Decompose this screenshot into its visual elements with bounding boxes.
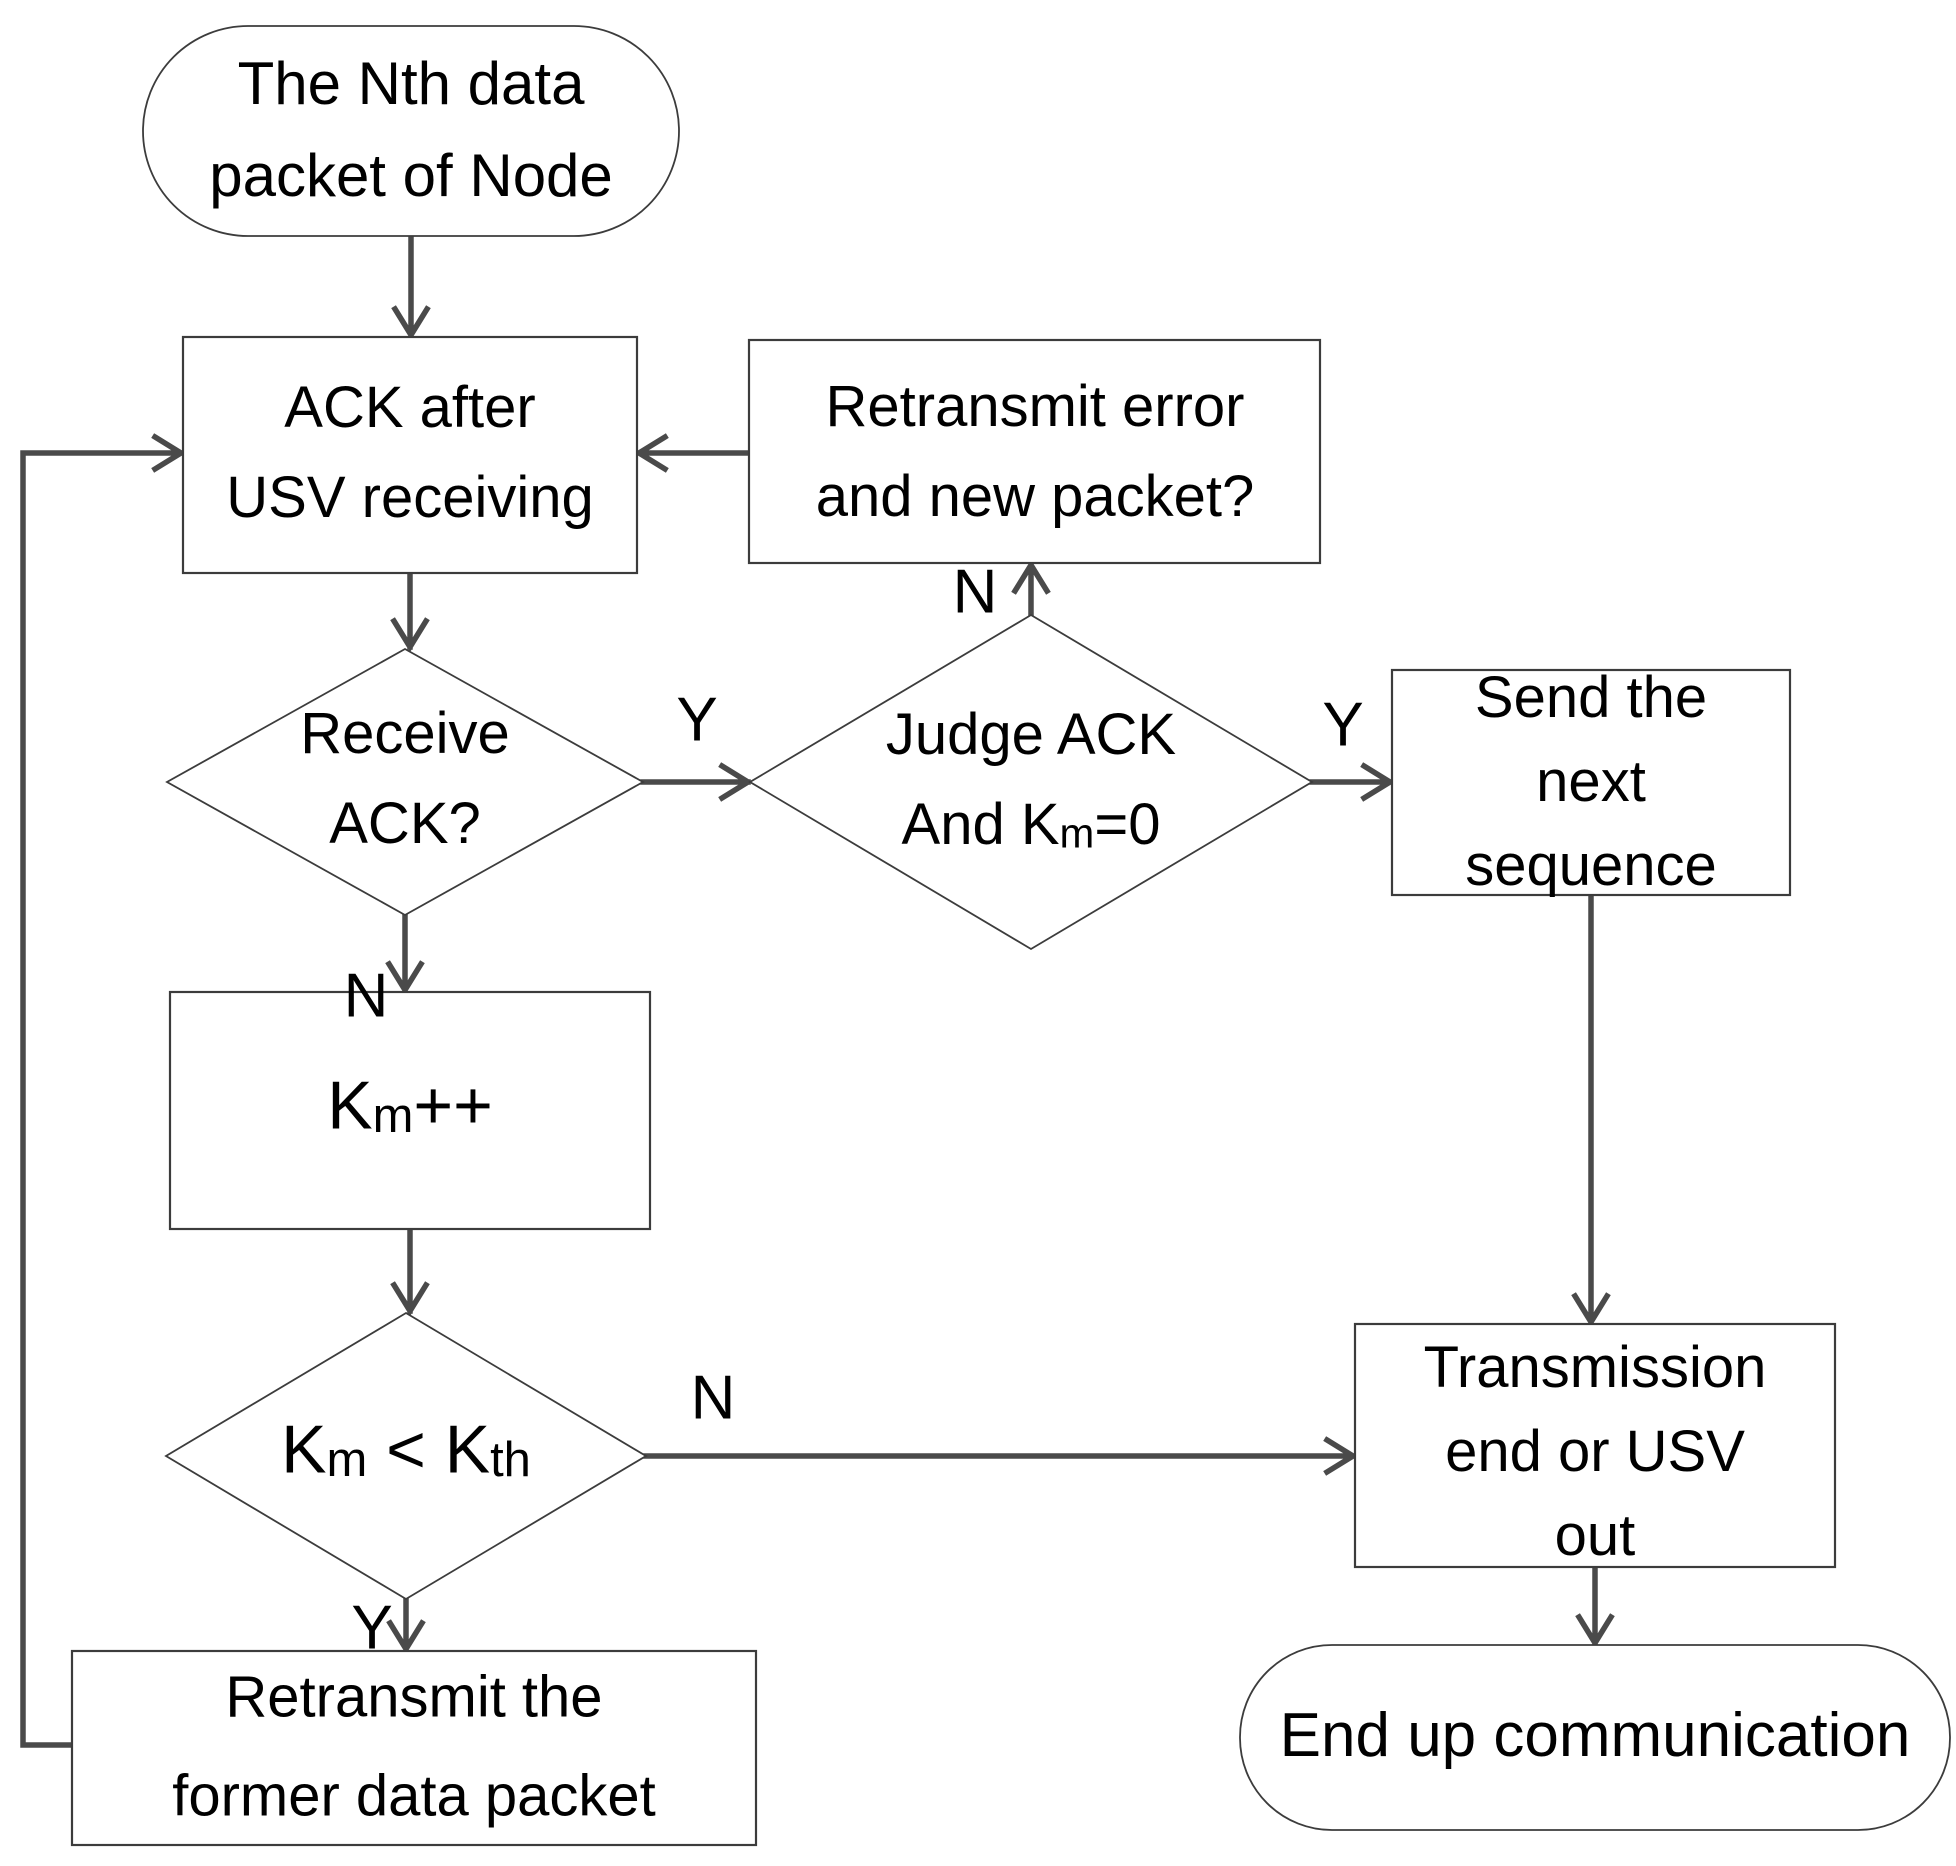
edge-judge-no-to-retransmit-query [1011,559,1051,618]
edge-km-increment-to-threshold [390,1226,430,1317]
edge-label-threshold-yes: Y [351,1593,393,1663]
edge-label-receive-no: N [343,961,389,1031]
edge-threshold-no-to-transmission-end [643,1436,1359,1476]
km-threshold-diamond [164,1311,648,1601]
edge-start-to-ack [391,233,431,341]
edge-receive-yes-to-judge [640,762,754,802]
receive-ack-diamond [165,647,645,917]
retransmit-former-box [70,1649,758,1847]
edge-transmission-end-to-end [1575,1564,1615,1649]
judge-ack-diamond [748,613,1314,951]
km-threshold-label: Km < Kth [281,1411,531,1488]
edge-retransmit-former-loop-to-ack [20,433,187,1748]
edge-receive-no-to-km-increment [385,912,425,996]
send-next-box [1390,668,1792,897]
end-label: End up communication [1279,1700,1911,1770]
edge-judge-yes-to-send-next [1309,762,1396,802]
edge-ack-to-receive [390,570,430,653]
edge-label-judge-no: N [952,557,998,627]
edge-send-next-to-transmission-end [1571,892,1611,1328]
edge-label-receive-yes: Y [676,685,718,755]
edge-label-threshold-no: N [690,1363,736,1433]
edge-label-judge-yes: Y [1322,690,1364,760]
retransmit-error-box [747,338,1322,565]
edge-threshold-yes-to-retransmit-former [386,1596,426,1655]
edge-retransmit-query-to-ack [633,433,752,473]
transmission-end-box [1353,1322,1837,1569]
start-terminator [142,25,680,237]
ack-after-usv-box [181,335,639,575]
km-increment-box [168,990,652,1231]
end-terminator [1239,1644,1951,1831]
km-increment-label: Km++ [327,1067,493,1144]
